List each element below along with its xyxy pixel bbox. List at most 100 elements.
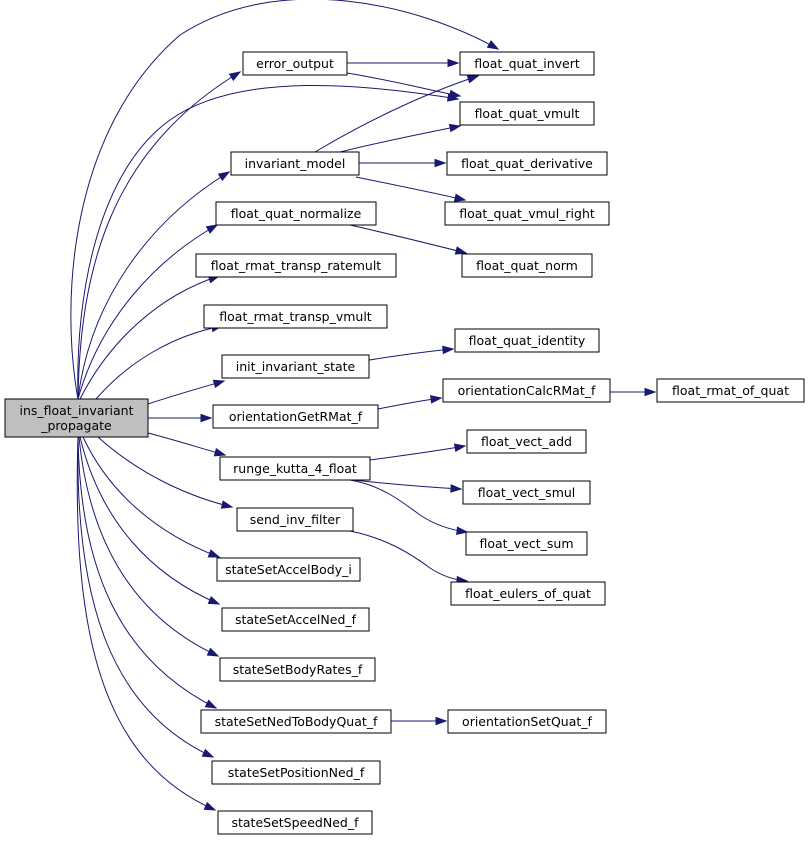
node-box[interactable] [462, 480, 591, 505]
node-box[interactable] [212, 404, 379, 429]
node-float_quat_derivative[interactable]: float_quat_derivative [446, 151, 608, 176]
node-float_quat_normalize[interactable]: float_quat_normalize [215, 201, 377, 226]
node-label: float_quat_identity [469, 333, 586, 348]
node-box[interactable] [203, 304, 388, 329]
edge-error_output-to-float_quat_invert [347, 58, 460, 68]
node-box[interactable] [447, 709, 607, 734]
node-box[interactable] [219, 657, 376, 682]
node-label: stateSetNedToBodyQuat_f [215, 714, 378, 729]
edge-init_invariant_state-to-float_quat_identity [368, 345, 455, 361]
node-float_quat_invert[interactable]: float_quat_invert [459, 51, 595, 76]
node-label: float_vect_sum [479, 536, 573, 551]
node-box[interactable] [211, 760, 381, 785]
edge-line [352, 479, 462, 490]
node-stateSetAccelNed_f[interactable]: stateSetAccelNed_f [221, 607, 370, 632]
edge-root-to-stateSetSpeedNed_f [76, 436, 217, 811]
edge-arrowhead [212, 379, 226, 389]
node-label: float_quat_vmul_right [459, 206, 595, 221]
edge-line [78, 436, 219, 657]
node-box[interactable] [450, 581, 606, 606]
node-box[interactable] [656, 378, 805, 403]
node-label: float_rmat_of_quat [672, 383, 789, 398]
edge-arrowhead [453, 443, 467, 453]
edge-arrowhead [213, 448, 227, 457]
node-stateSetPositionNed_f[interactable]: stateSetPositionNed_f [211, 760, 381, 785]
node-box[interactable] [217, 810, 373, 835]
node-label: float_quat_invert [474, 56, 580, 71]
node-stateSetSpeedNed_f[interactable]: stateSetSpeedNed_f [217, 810, 373, 835]
edge-arrowhead [434, 158, 447, 168]
node-invariant_model[interactable]: invariant_model [230, 151, 360, 176]
node-float_eulers_of_quat[interactable]: float_eulers_of_quat [450, 581, 606, 606]
node-label: invariant_model [245, 156, 346, 171]
node-box[interactable] [444, 201, 610, 226]
node-orientationCalcRMat_f[interactable]: orientationCalcRMat_f [442, 378, 611, 403]
node-box[interactable] [4, 398, 149, 438]
node-root[interactable]: ins_float_invariant_propagate [4, 398, 149, 438]
edge-arrowhead [453, 193, 467, 202]
node-box[interactable] [466, 429, 587, 454]
node-float_quat_vmult[interactable]: float_quat_vmult [459, 101, 595, 126]
edge-root-to-float_quat_vmult [77, 85, 460, 400]
edge-invariant_model-to-float_quat_derivative [359, 158, 447, 168]
node-label: stateSetAccelBody_i [225, 562, 352, 577]
node-box[interactable] [465, 531, 588, 556]
node-label: float_vect_smul [478, 485, 576, 500]
node-box[interactable] [459, 51, 595, 76]
node-label: float_rmat_transp_vmult [219, 309, 372, 324]
edge-arrowhead [435, 716, 448, 726]
edge-arrowhead [644, 387, 657, 397]
node-box[interactable] [446, 151, 608, 176]
node-box[interactable] [442, 378, 611, 403]
edge-arrowhead [430, 395, 443, 404]
edge-line [79, 436, 220, 605]
node-box[interactable] [221, 607, 370, 632]
node-float_quat_vmul_right[interactable]: float_quat_vmul_right [444, 201, 610, 226]
node-orientationGetRMat_f[interactable]: orientationGetRMat_f [212, 404, 379, 429]
node-box[interactable] [459, 101, 595, 126]
node-stateSetAccelBody_i[interactable]: stateSetAccelBody_i [216, 557, 361, 582]
edge-root-to-stateSetPositionNed_f [77, 436, 215, 758]
edge-arrowhead [220, 500, 234, 509]
node-stateSetNedToBodyQuat_f[interactable]: stateSetNedToBodyQuat_f [200, 709, 392, 734]
edge-line [79, 275, 220, 400]
node-box[interactable] [461, 253, 593, 278]
edge-root-to-error_output [77, 71, 242, 400]
node-float_quat_identity[interactable]: float_quat_identity [454, 328, 600, 353]
node-send_inv_filter[interactable]: send_inv_filter [236, 507, 354, 532]
node-float_rmat_of_quat[interactable]: float_rmat_of_quat [656, 378, 805, 403]
node-error_output[interactable]: error_output [242, 51, 348, 76]
node-box[interactable] [230, 151, 360, 176]
node-box[interactable] [216, 557, 361, 582]
edge-arrowhead [203, 801, 217, 811]
node-box[interactable] [242, 51, 348, 76]
edge-invariant_model-to-float_quat_invert [314, 75, 480, 153]
node-box[interactable] [221, 354, 370, 379]
node-box[interactable] [215, 201, 377, 226]
node-box[interactable] [236, 507, 354, 532]
node-stateSetBodyRates_f[interactable]: stateSetBodyRates_f [219, 657, 376, 682]
node-float_vect_add[interactable]: float_vect_add [466, 429, 587, 454]
node-box[interactable] [454, 328, 600, 353]
node-orientationSetQuat_f[interactable]: orientationSetQuat_f [447, 709, 607, 734]
edge-orientationGetRMat_f-to-orientationCalcRMat_f [377, 395, 443, 410]
node-box[interactable] [195, 253, 397, 278]
node-init_invariant_state[interactable]: init_invariant_state [221, 354, 370, 379]
edge-line [76, 436, 216, 811]
node-float_rmat_transp_ratemult[interactable]: float_rmat_transp_ratemult [195, 253, 397, 278]
node-float_vect_smul[interactable]: float_vect_smul [462, 480, 591, 505]
edge-send_inv_filter-to-float_eulers_of_quat [349, 530, 469, 585]
node-box[interactable] [219, 456, 371, 481]
node-runge_kutta_4_float[interactable]: runge_kutta_4_float [219, 456, 371, 481]
node-float_vect_sum[interactable]: float_vect_sum [465, 531, 588, 556]
edge-invariant_model-to-float_quat_vmul_right [355, 176, 467, 202]
edge-line [77, 71, 241, 400]
edge-arrowhead [454, 246, 468, 255]
node-float_rmat_transp_vmult[interactable]: float_rmat_transp_vmult [203, 304, 388, 329]
edge-root-to-runge_kutta_4_float [147, 432, 227, 457]
node-label: stateSetBodyRates_f [233, 662, 363, 677]
node-box[interactable] [200, 709, 392, 734]
edge-line [349, 530, 468, 582]
node-float_quat_norm[interactable]: float_quat_norm [461, 253, 593, 278]
